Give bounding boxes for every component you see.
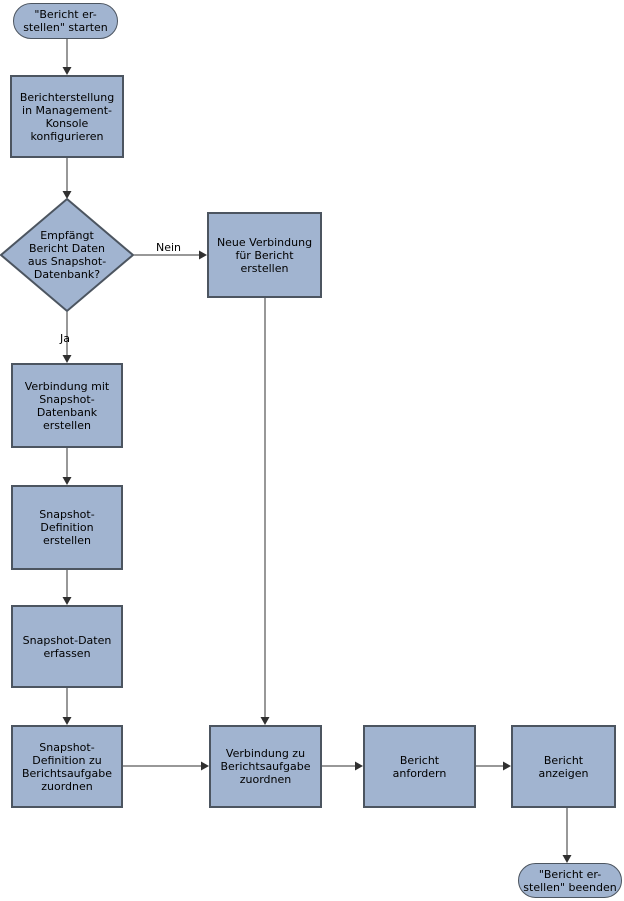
edge-label-nein: Nein <box>156 241 182 254</box>
arrowhead <box>199 250 207 260</box>
process-request-report: Bericht anfordern <box>363 725 476 808</box>
edge-label-ja: Ja <box>60 332 70 345</box>
arrowhead <box>62 597 72 605</box>
arrowhead <box>62 717 72 725</box>
process-create-connection: Verbindung mit Snapshot- Datenbank erste… <box>11 363 123 448</box>
start-terminator: "Bericht er- stellen" starten <box>13 3 118 39</box>
arrowhead <box>562 855 572 863</box>
arrowhead <box>355 761 363 771</box>
process-snapshot-definition: Snapshot- Definition erstellen <box>11 485 123 570</box>
end-terminator: "Bericht er- stellen" beenden <box>518 863 622 898</box>
process-assign-definition: Snapshot- Definition zu Berichtsaufgabe … <box>11 725 123 808</box>
arrowhead <box>503 761 511 771</box>
arrowhead <box>260 717 270 725</box>
process-configure-reporting: Berichterstellung in Management- Konsole… <box>10 75 124 158</box>
process-assign-connection: Verbindung zu Berichtsaufgabe zuordnen <box>209 725 322 808</box>
process-capture-snapshot-data: Snapshot-Daten erfassen <box>11 605 123 688</box>
arrowhead <box>62 67 72 75</box>
process-new-connection: Neue Verbindung für Bericht erstellen <box>207 212 322 298</box>
arrowhead <box>62 191 72 199</box>
decision-label: Empfängt Bericht Daten aus Snapshot- Dat… <box>27 229 107 281</box>
process-show-report: Bericht anzeigen <box>511 725 616 808</box>
arrowhead <box>62 355 72 363</box>
arrowhead <box>201 761 209 771</box>
arrowhead <box>62 477 72 485</box>
decision-diamond <box>0 197 135 313</box>
